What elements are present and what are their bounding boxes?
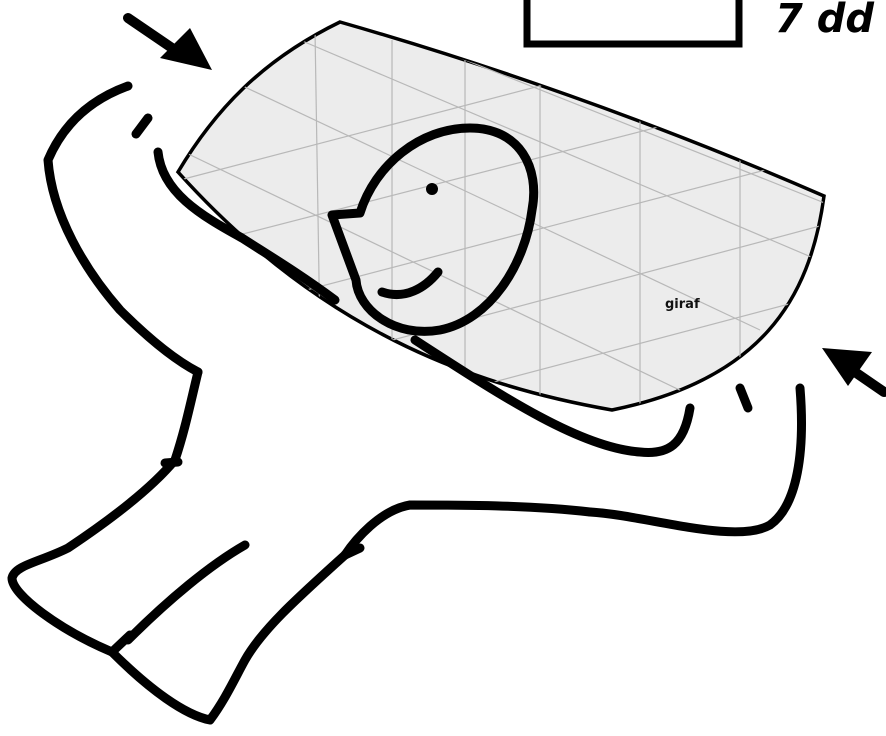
arrow-top-left-icon [128,18,212,70]
arrow-right-icon [822,348,884,392]
eye [426,183,438,195]
cropped-box [527,0,739,44]
body [12,372,590,720]
duvet-cover-shape [178,22,824,410]
corner-text: 7 dd [775,0,874,42]
cover-label: giraf [665,297,700,312]
